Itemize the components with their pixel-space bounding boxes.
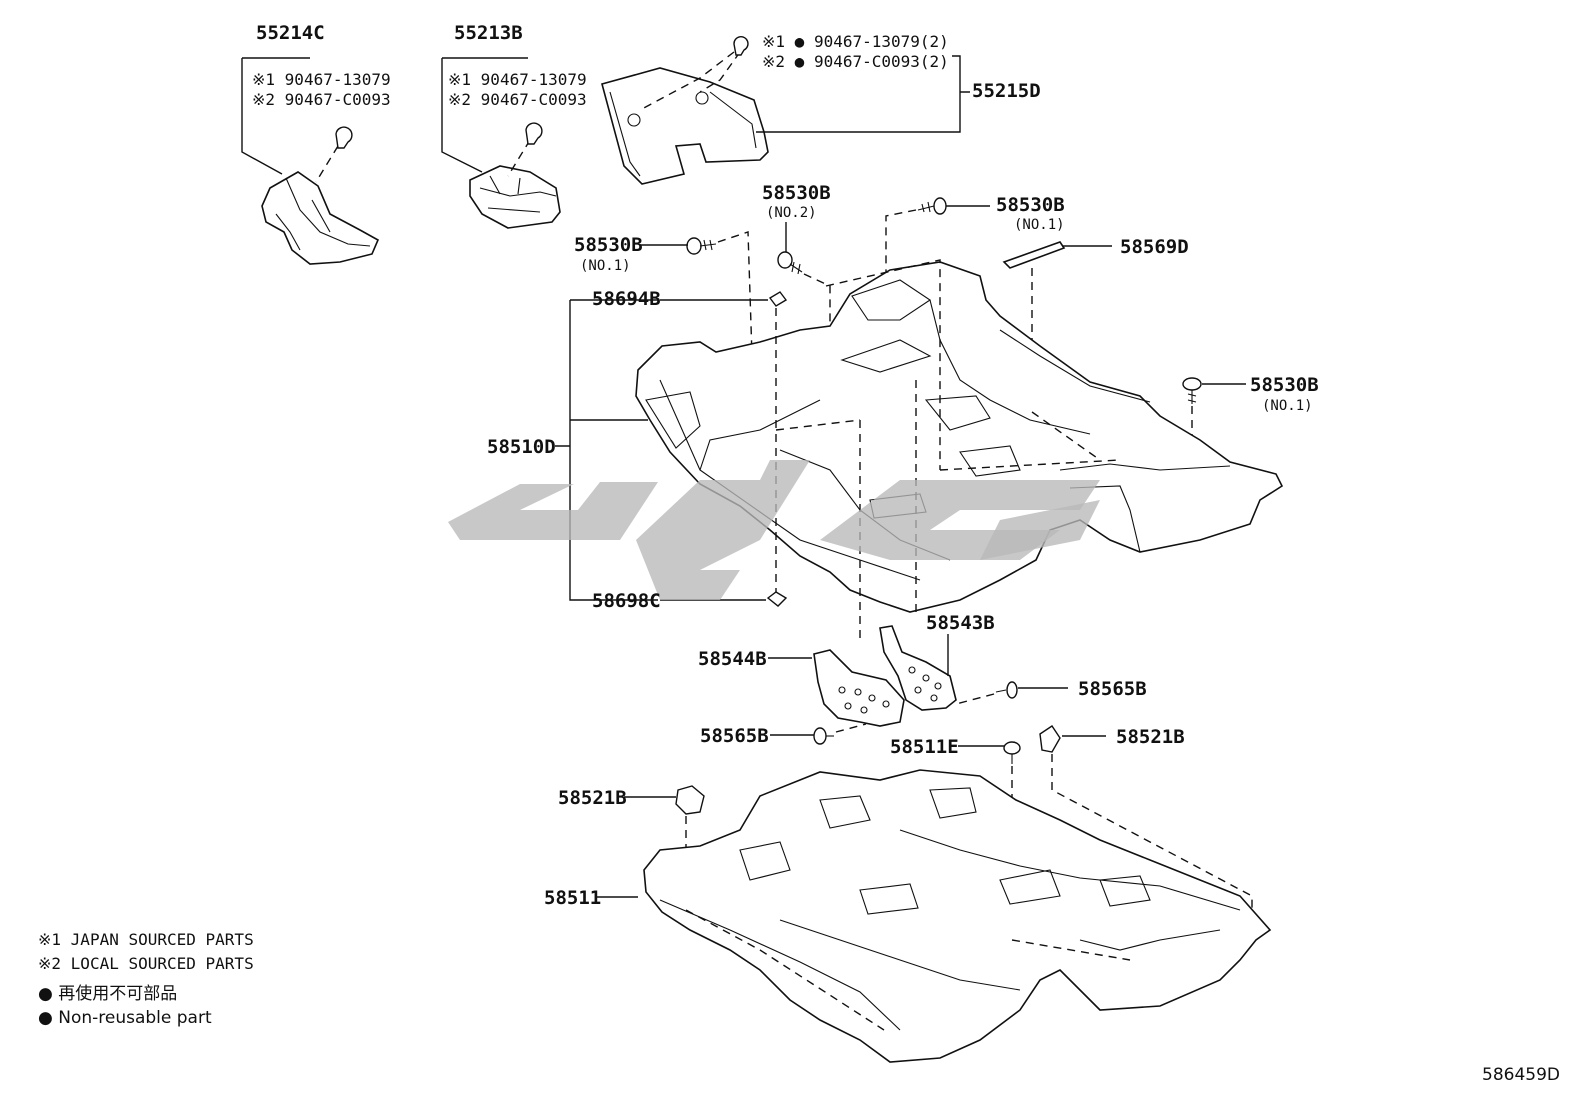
dashline-55213B [507,139,531,177]
leader-55214C [241,57,310,175]
duct-55213B [469,165,561,229]
strip-58569D [1002,241,1066,269]
note-55213B-2: ※2 90467-C0093 [448,90,587,109]
note-55215D-1: ※1 ● 90467-13079(2) [762,32,949,51]
clip-58565B-right [995,681,1018,699]
note-55213B-1: ※1 90467-13079 [448,70,587,89]
hook-58521B-right [1039,725,1061,753]
bracket-58543B [879,625,957,711]
clip-58565B-left [813,727,834,745]
part-label-58544B: 58544B [698,648,767,670]
dashline-55215D [639,51,741,111]
part-label-58565B-left: 58565B [700,725,769,747]
part-label-55214C: 55214C [256,22,325,44]
note-55214C-2: ※2 90467-C0093 [252,90,391,109]
legend-japan-sourced: ※1 JAPAN SOURCED PARTS [38,930,254,949]
leader-58510D [555,299,658,601]
plate-55215D [601,67,769,185]
clip-55213B [525,122,543,145]
diagram-code: 586459D [1482,1065,1560,1085]
part-label-58511E: 58511E [890,736,959,758]
sub-label-no1-top: (NO.1) [1014,217,1065,233]
clip-55214C [335,126,353,149]
sub-label-no1-right: (NO.1) [1262,398,1313,414]
leader-55215D [756,55,970,133]
clip-55215D [733,36,749,56]
part-label-58694B: 58694B [592,288,661,310]
watermark-logo [448,460,1100,600]
legend-non-reusable-en: ● Non-reusable part [38,1008,212,1028]
screw-58530B-no2 [777,251,803,275]
part-label-58530B-no1-right: 58530B [1250,374,1319,396]
part-label-58565B-right: 58565B [1078,678,1147,700]
note-55214C-1: ※1 90467-13079 [252,70,391,89]
part-label-58543B: 58543B [926,612,995,634]
floor-carpet-58510D [635,261,1284,613]
clip-58698C [766,591,788,607]
hook-58521B-left [675,785,705,815]
note-55215D-2: ※2 ● 90467-C0093(2) [762,52,949,71]
legend-non-reusable-jp: ● 再使用不可部品 [38,984,178,1004]
part-label-58698C: 58698C [592,590,661,612]
dashline-55214C [315,145,339,183]
part-label-58530B-no2: 58530B [762,182,831,204]
part-label-55215D: 55215D [972,80,1041,102]
sub-label-no1-left: (NO.1) [580,258,631,274]
part-label-58511: 58511 [544,887,602,909]
screw-58530B-no1-right [1182,377,1202,404]
floor-insulator-58511 [643,769,1272,1063]
part-label-55213B: 55213B [454,22,523,44]
clip-58511E [1003,741,1021,764]
grommet-58694B [768,291,788,307]
part-label-58569D: 58569D [1120,236,1189,258]
sub-label-no2: (NO.2) [766,205,817,221]
part-label-58530B-no1-top: 58530B [996,194,1065,216]
duct-55214C [261,171,380,265]
part-label-58510D: 58510D [487,436,556,458]
part-label-58530B-no1-left: 58530B [574,234,643,256]
leader-55213B [441,57,528,173]
part-label-58521B-left: 58521B [558,787,627,809]
bracket-58544B [813,649,905,727]
part-label-58521B-right: 58521B [1116,726,1185,748]
legend-local-sourced: ※2 LOCAL SOURCED PARTS [38,954,254,973]
screw-58530B-no1-top [917,197,947,215]
screw-58530B-no1-left [686,237,717,255]
